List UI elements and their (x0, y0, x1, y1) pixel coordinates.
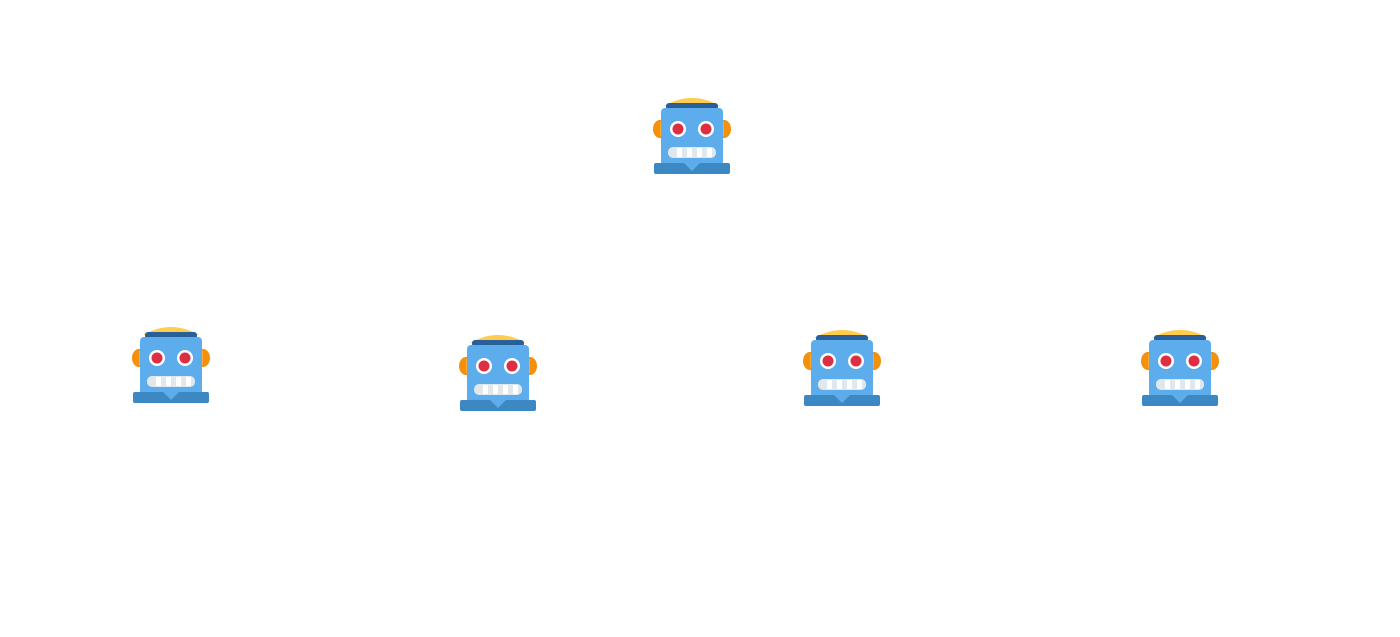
robot-icon (652, 96, 732, 176)
robot-icon (802, 328, 882, 408)
robot-icon (458, 333, 538, 413)
robot-icon (1140, 328, 1220, 408)
robot-icon (131, 325, 211, 405)
